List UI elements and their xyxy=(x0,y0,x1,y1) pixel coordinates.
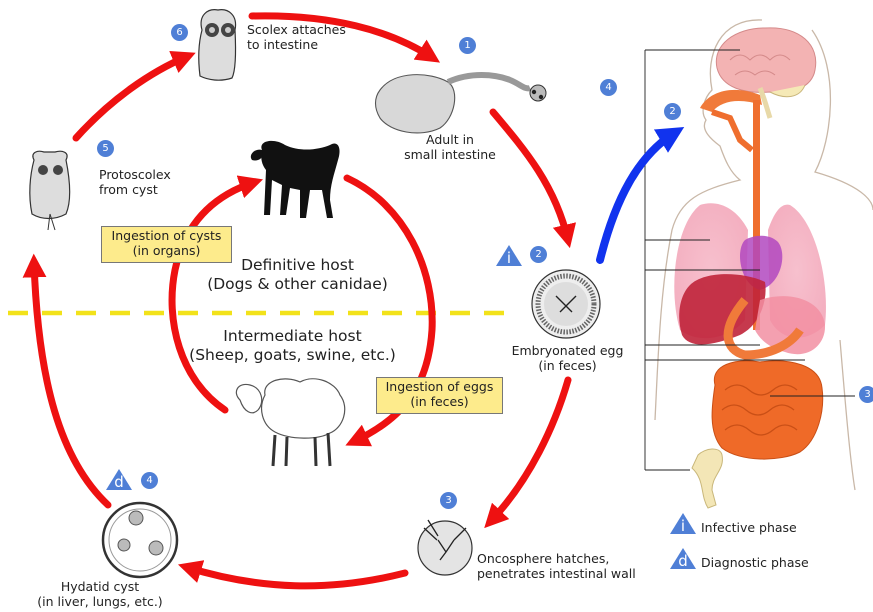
ingestion-cysts-line1: Ingestion of cysts xyxy=(104,228,229,243)
egg-illustration xyxy=(532,270,600,338)
stage-1-label-line1: Adult in xyxy=(390,132,510,147)
stage-4-label: Hydatid cyst (in liver, lungs, etc.) xyxy=(10,579,190,609)
stage-2-number: 2 xyxy=(530,246,547,263)
infective-phase-marker: i xyxy=(495,244,523,267)
human-callout-3: 3 xyxy=(859,386,873,403)
stage-6-label-line1: Scolex attaches xyxy=(247,22,346,37)
legend-diagnostic-label: Diagnostic phase xyxy=(701,555,809,570)
ingestion-cysts-box: Ingestion of cysts (in organs) xyxy=(101,226,232,263)
oncosphere-illustration xyxy=(418,520,472,575)
sheep-illustration xyxy=(236,379,344,466)
human-body xyxy=(645,20,873,508)
stage-6-label: Scolex attaches to intestine xyxy=(247,22,346,52)
stage-1-number: 1 xyxy=(459,37,476,54)
stage-5-number: 5 xyxy=(97,140,114,157)
stage-5-label-line1: Protoscolex xyxy=(99,167,171,182)
stage-4-label-line1: Hydatid cyst xyxy=(10,579,190,594)
stage-2-label-line1: Embryonated egg xyxy=(500,343,635,358)
human-callout-2: 2 xyxy=(664,103,681,120)
stage-2-label-line2: (in feces) xyxy=(500,358,635,373)
stage-6-label-line2: to intestine xyxy=(247,37,346,52)
stage-1-label: Adult in small intestine xyxy=(390,132,510,162)
hydatid-cyst-illustration xyxy=(103,503,177,577)
stage-3-label: Oncosphere hatches, penetrates intestina… xyxy=(477,551,636,581)
lifecycle-arrows xyxy=(34,16,568,586)
stage-3-number: 3 xyxy=(440,492,457,509)
ingestion-eggs-line1: Ingestion of eggs xyxy=(379,379,500,394)
stage-2-label: Embryonated egg (in feces) xyxy=(500,343,635,373)
intermediate-host-subtitle: (Sheep, goats, swine, etc.) xyxy=(180,346,405,365)
adult-worm-illustration xyxy=(376,75,547,133)
diagnostic-phase-marker: d xyxy=(105,468,133,491)
stage-5-label: Protoscolex from cyst xyxy=(99,167,171,197)
stage-3-label-line1: Oncosphere hatches, xyxy=(477,551,636,566)
intermediate-host-label: Intermediate host (Sheep, goats, swine, … xyxy=(180,327,405,365)
stage-4-label-line2: (in liver, lungs, etc.) xyxy=(10,594,190,609)
stage-5-label-line2: from cyst xyxy=(99,182,171,197)
protoscolex-illustration xyxy=(30,151,70,230)
scolex-illustration xyxy=(199,10,236,81)
ingestion-eggs-box: Ingestion of eggs (in feces) xyxy=(376,377,503,414)
legend-infective-marker: i xyxy=(669,512,697,535)
stage-1-label-line2: small intestine xyxy=(390,147,510,162)
definitive-host-subtitle: (Dogs & other canidae) xyxy=(195,275,400,294)
diagnostic-phase-marker-letter: d xyxy=(105,474,133,490)
legend-diagnostic-marker: d xyxy=(669,547,697,570)
intermediate-host-title: Intermediate host xyxy=(180,327,405,346)
stage-3-label-line2: penetrates intestinal wall xyxy=(477,566,636,581)
ingestion-cysts-line2: (in organs) xyxy=(104,243,229,258)
legend-infective-label: Infective phase xyxy=(701,520,797,535)
ingestion-eggs-line2: (in feces) xyxy=(379,394,500,409)
dog-illustration xyxy=(251,141,340,218)
stage-4-number: 4 xyxy=(141,472,158,489)
infective-phase-marker-letter: i xyxy=(495,250,523,266)
human-callout-4: 4 xyxy=(600,79,617,96)
stage-6-number: 6 xyxy=(171,24,188,41)
legend-diagnostic-letter: d xyxy=(669,553,697,569)
legend-infective-letter: i xyxy=(669,518,697,534)
infection-arrow xyxy=(600,132,676,260)
